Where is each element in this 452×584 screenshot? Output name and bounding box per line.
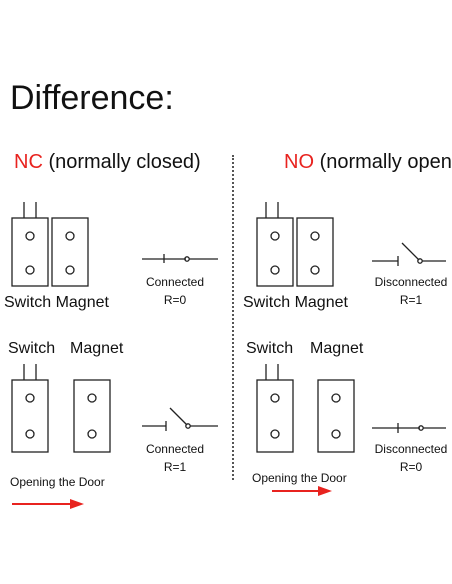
- nc-magnet-label: Magnet: [70, 340, 124, 357]
- nc-open-magnet: [73, 379, 111, 453]
- nc-open-state: Connected: [145, 442, 205, 456]
- nc-closed-magnet: [51, 217, 89, 287]
- no-closed-resistance: R=1: [399, 293, 423, 307]
- nc-closed-state: Connected: [145, 275, 205, 289]
- nc-open-resistance: R=1: [163, 460, 187, 474]
- no-open-switch: [256, 364, 294, 453]
- no-header: NO (normally open): [284, 150, 452, 174]
- nc-header: NC (normally closed): [14, 150, 201, 174]
- no-closed-switch: [256, 202, 294, 287]
- no-code: NO: [284, 151, 314, 173]
- column-divider: [232, 155, 234, 480]
- no-opening-label: Opening the Door: [252, 471, 347, 485]
- nc-description: (normally closed): [48, 151, 201, 173]
- nc-closed-labels: Switch Magnet: [4, 294, 109, 311]
- no-description: (normally open): [319, 151, 452, 173]
- no-closed-symbol: [372, 242, 446, 266]
- no-open-magnet: [317, 379, 355, 453]
- no-magnet-label: Magnet: [310, 340, 364, 357]
- no-closed-magnet: [296, 217, 334, 287]
- nc-switch-label: Switch: [8, 340, 56, 357]
- nc-open-switch: [11, 364, 49, 453]
- no-closed-state: Disconnected: [374, 275, 448, 289]
- page-title: Difference:: [10, 79, 174, 117]
- nc-opening-label: Opening the Door: [10, 475, 105, 489]
- nc-code: NC: [14, 151, 43, 173]
- nc-opening-arrow: [12, 499, 84, 509]
- no-opening-arrow: [272, 486, 332, 496]
- no-open-resistance: R=0: [399, 460, 423, 474]
- nc-closed-switch: [11, 202, 49, 287]
- no-closed-labels: Switch Magnet: [243, 294, 348, 311]
- nc-closed-resistance: R=0: [163, 293, 187, 307]
- nc-closed-symbol: [142, 254, 218, 263]
- no-switch-label: Switch: [246, 340, 294, 357]
- no-open-symbol: [372, 423, 446, 433]
- no-open-state: Disconnected: [374, 442, 448, 456]
- nc-open-symbol: [142, 407, 218, 431]
